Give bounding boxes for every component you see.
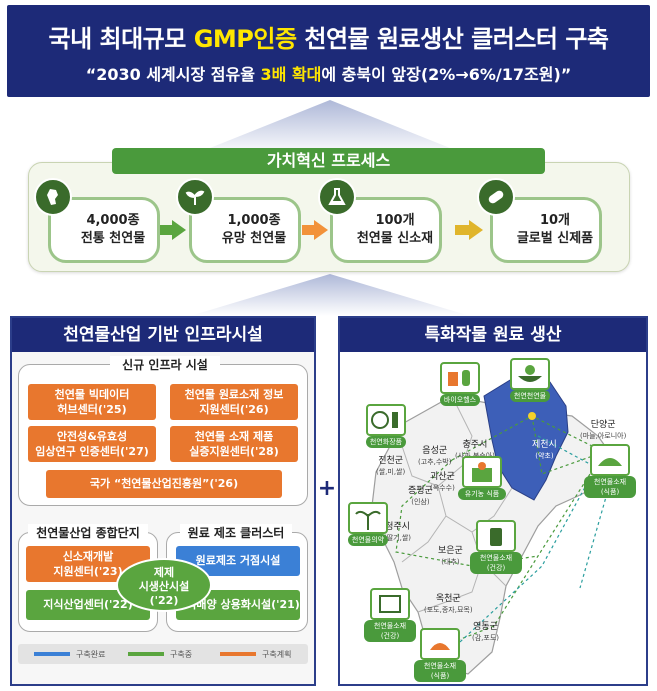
crop-label-5: 천연물의약 [348, 534, 388, 546]
crop-label-1: 바이오헬스 [440, 394, 480, 406]
process-arrow-1 [160, 225, 172, 235]
region-jeungpyeong: 증평군(인삼) [408, 486, 433, 506]
region-jincheon: 진천군(쌀,미,쌀) [376, 456, 406, 476]
crop-panel-title: 특화작물 원료 생산 [340, 318, 646, 352]
flask-icon [318, 178, 356, 216]
process-arrow-3 [455, 225, 469, 235]
sprout-icon [176, 178, 214, 216]
material-icon-3 [370, 588, 410, 620]
korea-map-icon [34, 178, 72, 216]
page-subtitle: “2030 세계시장 점유율 3배 확대에 충북이 앞장(2%→6%/17조원)… [85, 65, 572, 84]
region-okcheon: 옥천군(포도,종자,묘목) [424, 594, 473, 614]
infra-box-institute: 국가 “천연물산업진흥원”('26) [46, 470, 282, 498]
crop-label-7: 천연물소재(건강) [470, 552, 522, 574]
medicine-plant-icon [348, 502, 388, 534]
process-arrow-2 [302, 225, 314, 235]
process-arrow-1-head [172, 220, 186, 240]
up-arrow-bottom [190, 274, 470, 316]
cluster-label: 원료 제조 클러스터 [180, 524, 292, 541]
region-danyang: 단양군(마늘,아로니아) [580, 420, 627, 440]
crop-label-8: 천연물소재(건강) [364, 620, 416, 642]
legend-label-planned: 구축계획 [262, 650, 292, 659]
material-icon-4 [420, 628, 460, 660]
region-goesan: 괴산군(옥수수) [430, 472, 455, 492]
crop-label-6: 천연물소재(식품) [584, 476, 636, 498]
crop-label-9: 천연물소재(식품) [414, 660, 466, 682]
region-eumseong: 음성군(고추,수박) [418, 446, 452, 466]
legend-swatch-planned [220, 652, 256, 656]
legend-label-building: 구축중 [170, 650, 193, 659]
complex-label: 천연물산업 종합단지 [28, 524, 148, 541]
up-arrow-top [190, 100, 470, 156]
region-boeun: 보은군(대추) [438, 546, 463, 566]
bio-health-icon [440, 362, 480, 394]
crop-label-3: 천연화장품 [366, 436, 406, 448]
legend-swatch-building [128, 652, 164, 656]
crop-label-2: 천연천연물 [510, 390, 550, 402]
process-arrow-3-head [469, 220, 483, 240]
process-title: 가치혁신 프로세스 [112, 148, 545, 174]
organic-food-icon [462, 456, 502, 488]
region-cheongju: 청주시(딸기,쌀) [384, 522, 412, 542]
plus-sign: + [317, 476, 337, 501]
region-yeongdong: 영동군(감,포도) [472, 622, 500, 642]
page-title: 국내 최대규모 GMP인증 천연물 원료생산 클러스터 구축 [48, 25, 609, 53]
process-arrow-2-head [314, 220, 328, 240]
crop-label-4: 유기농 식품 [458, 488, 506, 500]
header-banner: 국내 최대규모 GMP인증 천연물 원료생산 클러스터 구축 “2030 세계시… [7, 5, 650, 97]
herb-bowl-icon [510, 358, 550, 390]
region-jecheon: 제천시(약초) [532, 440, 557, 460]
legend-label-done: 구축완료 [76, 650, 106, 659]
legend-swatch-done [34, 652, 70, 656]
material-icon-1 [590, 444, 630, 476]
cosmetics-icon [366, 404, 406, 436]
new-infra-label: 신규 인프라 시설 [110, 356, 220, 373]
infra-panel-title: 천연물산업 기반 인프라시설 [12, 318, 314, 352]
capsule-icon [477, 178, 515, 216]
material-icon-2 [476, 520, 516, 552]
